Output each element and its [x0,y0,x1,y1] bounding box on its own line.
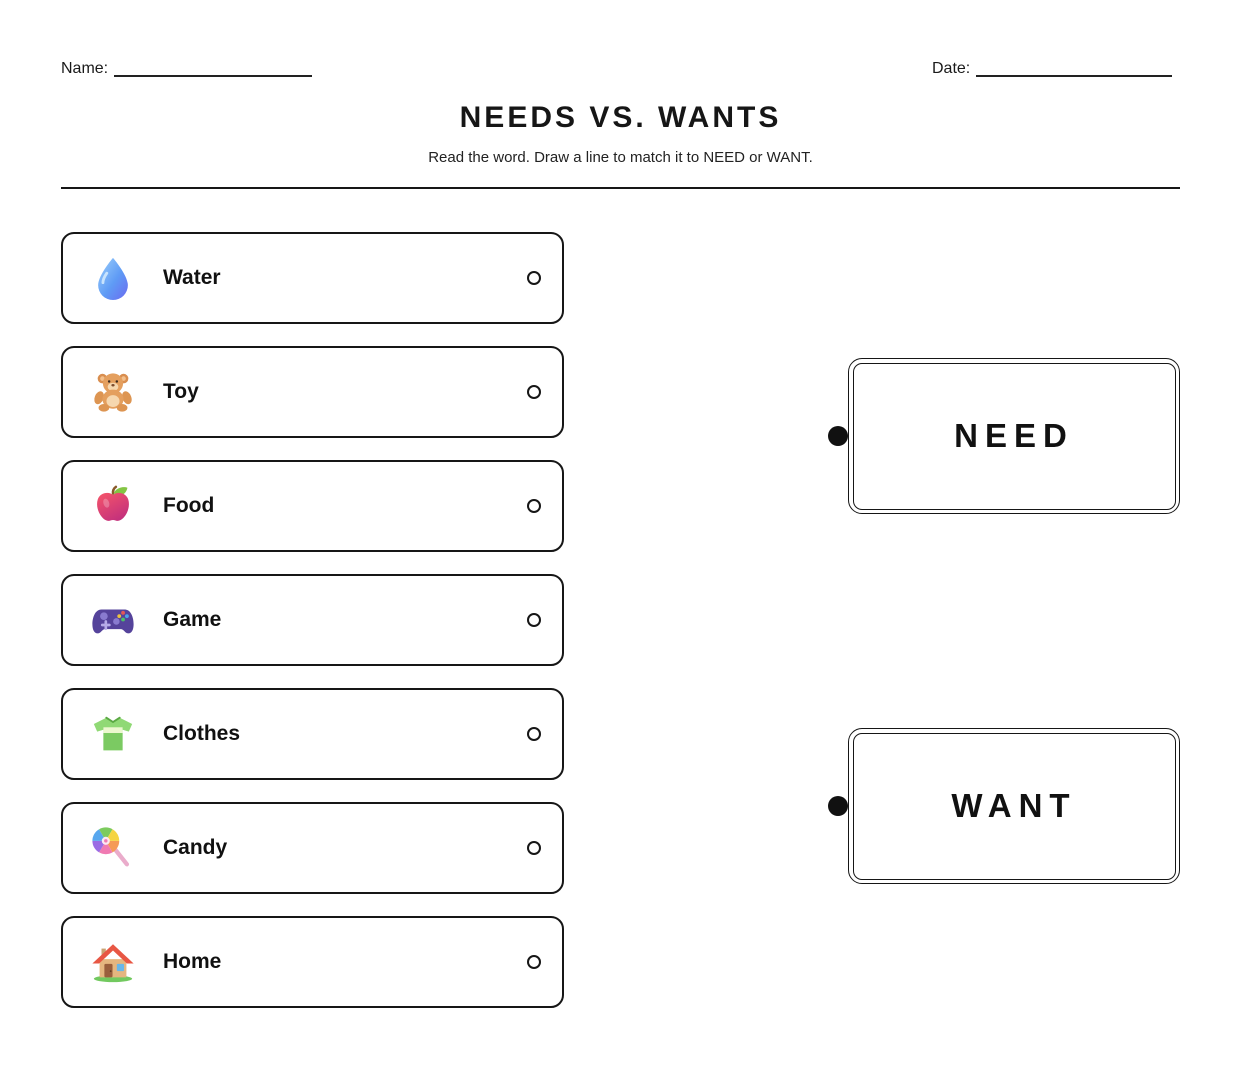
need-box-inner: NEED [852,362,1176,510]
item-label: Game [163,608,222,631]
item-label: Home [163,950,222,973]
match-circle[interactable] [527,727,541,741]
item-card[interactable]: Toy [61,346,564,438]
item-label: Food [163,494,215,517]
water-drop-icon [90,255,136,301]
want-anchor-dot[interactable] [828,796,848,816]
date-input-line[interactable] [976,61,1173,77]
need-anchor-dot[interactable] [828,426,848,446]
game-controller-icon [90,597,136,643]
name-field: Name: [61,60,313,78]
item-card[interactable]: Game [61,574,564,666]
house-icon [90,939,136,985]
want-box[interactable]: WANT [828,728,1180,884]
date-label: Date: [932,60,971,77]
item-card[interactable]: Food [61,460,564,552]
match-circle[interactable] [527,271,541,285]
name-input-line[interactable] [114,61,313,77]
worksheet-instructions: Read the word. Draw a line to match it t… [428,149,813,166]
tshirt-icon [90,711,136,757]
match-circle[interactable] [527,955,541,969]
match-circle[interactable] [527,841,541,855]
item-label: Candy [163,836,228,859]
item-label: Toy [163,380,199,403]
want-label: WANT [951,787,1077,824]
date-field: Date: [932,60,1173,78]
item-card[interactable]: Home [61,916,564,1008]
name-label: Name: [61,60,109,77]
lollipop-icon [90,825,136,871]
match-circle[interactable] [527,613,541,627]
need-label: NEED [954,417,1074,454]
apple-icon [90,483,136,529]
header-divider [61,187,1180,189]
item-label: Clothes [163,722,241,745]
match-circle[interactable] [527,499,541,513]
items-column: Water Toy Food Game Clothes Candy Home [61,232,564,1030]
item-card[interactable]: Water [61,232,564,324]
need-box[interactable]: NEED [828,358,1180,514]
want-box-inner: WANT [852,732,1176,880]
worksheet-title: NEEDS VS. WANTS [459,101,782,134]
match-circle[interactable] [527,385,541,399]
teddy-bear-icon [90,369,136,415]
item-label: Water [163,266,221,289]
item-card[interactable]: Candy [61,802,564,894]
item-card[interactable]: Clothes [61,688,564,780]
